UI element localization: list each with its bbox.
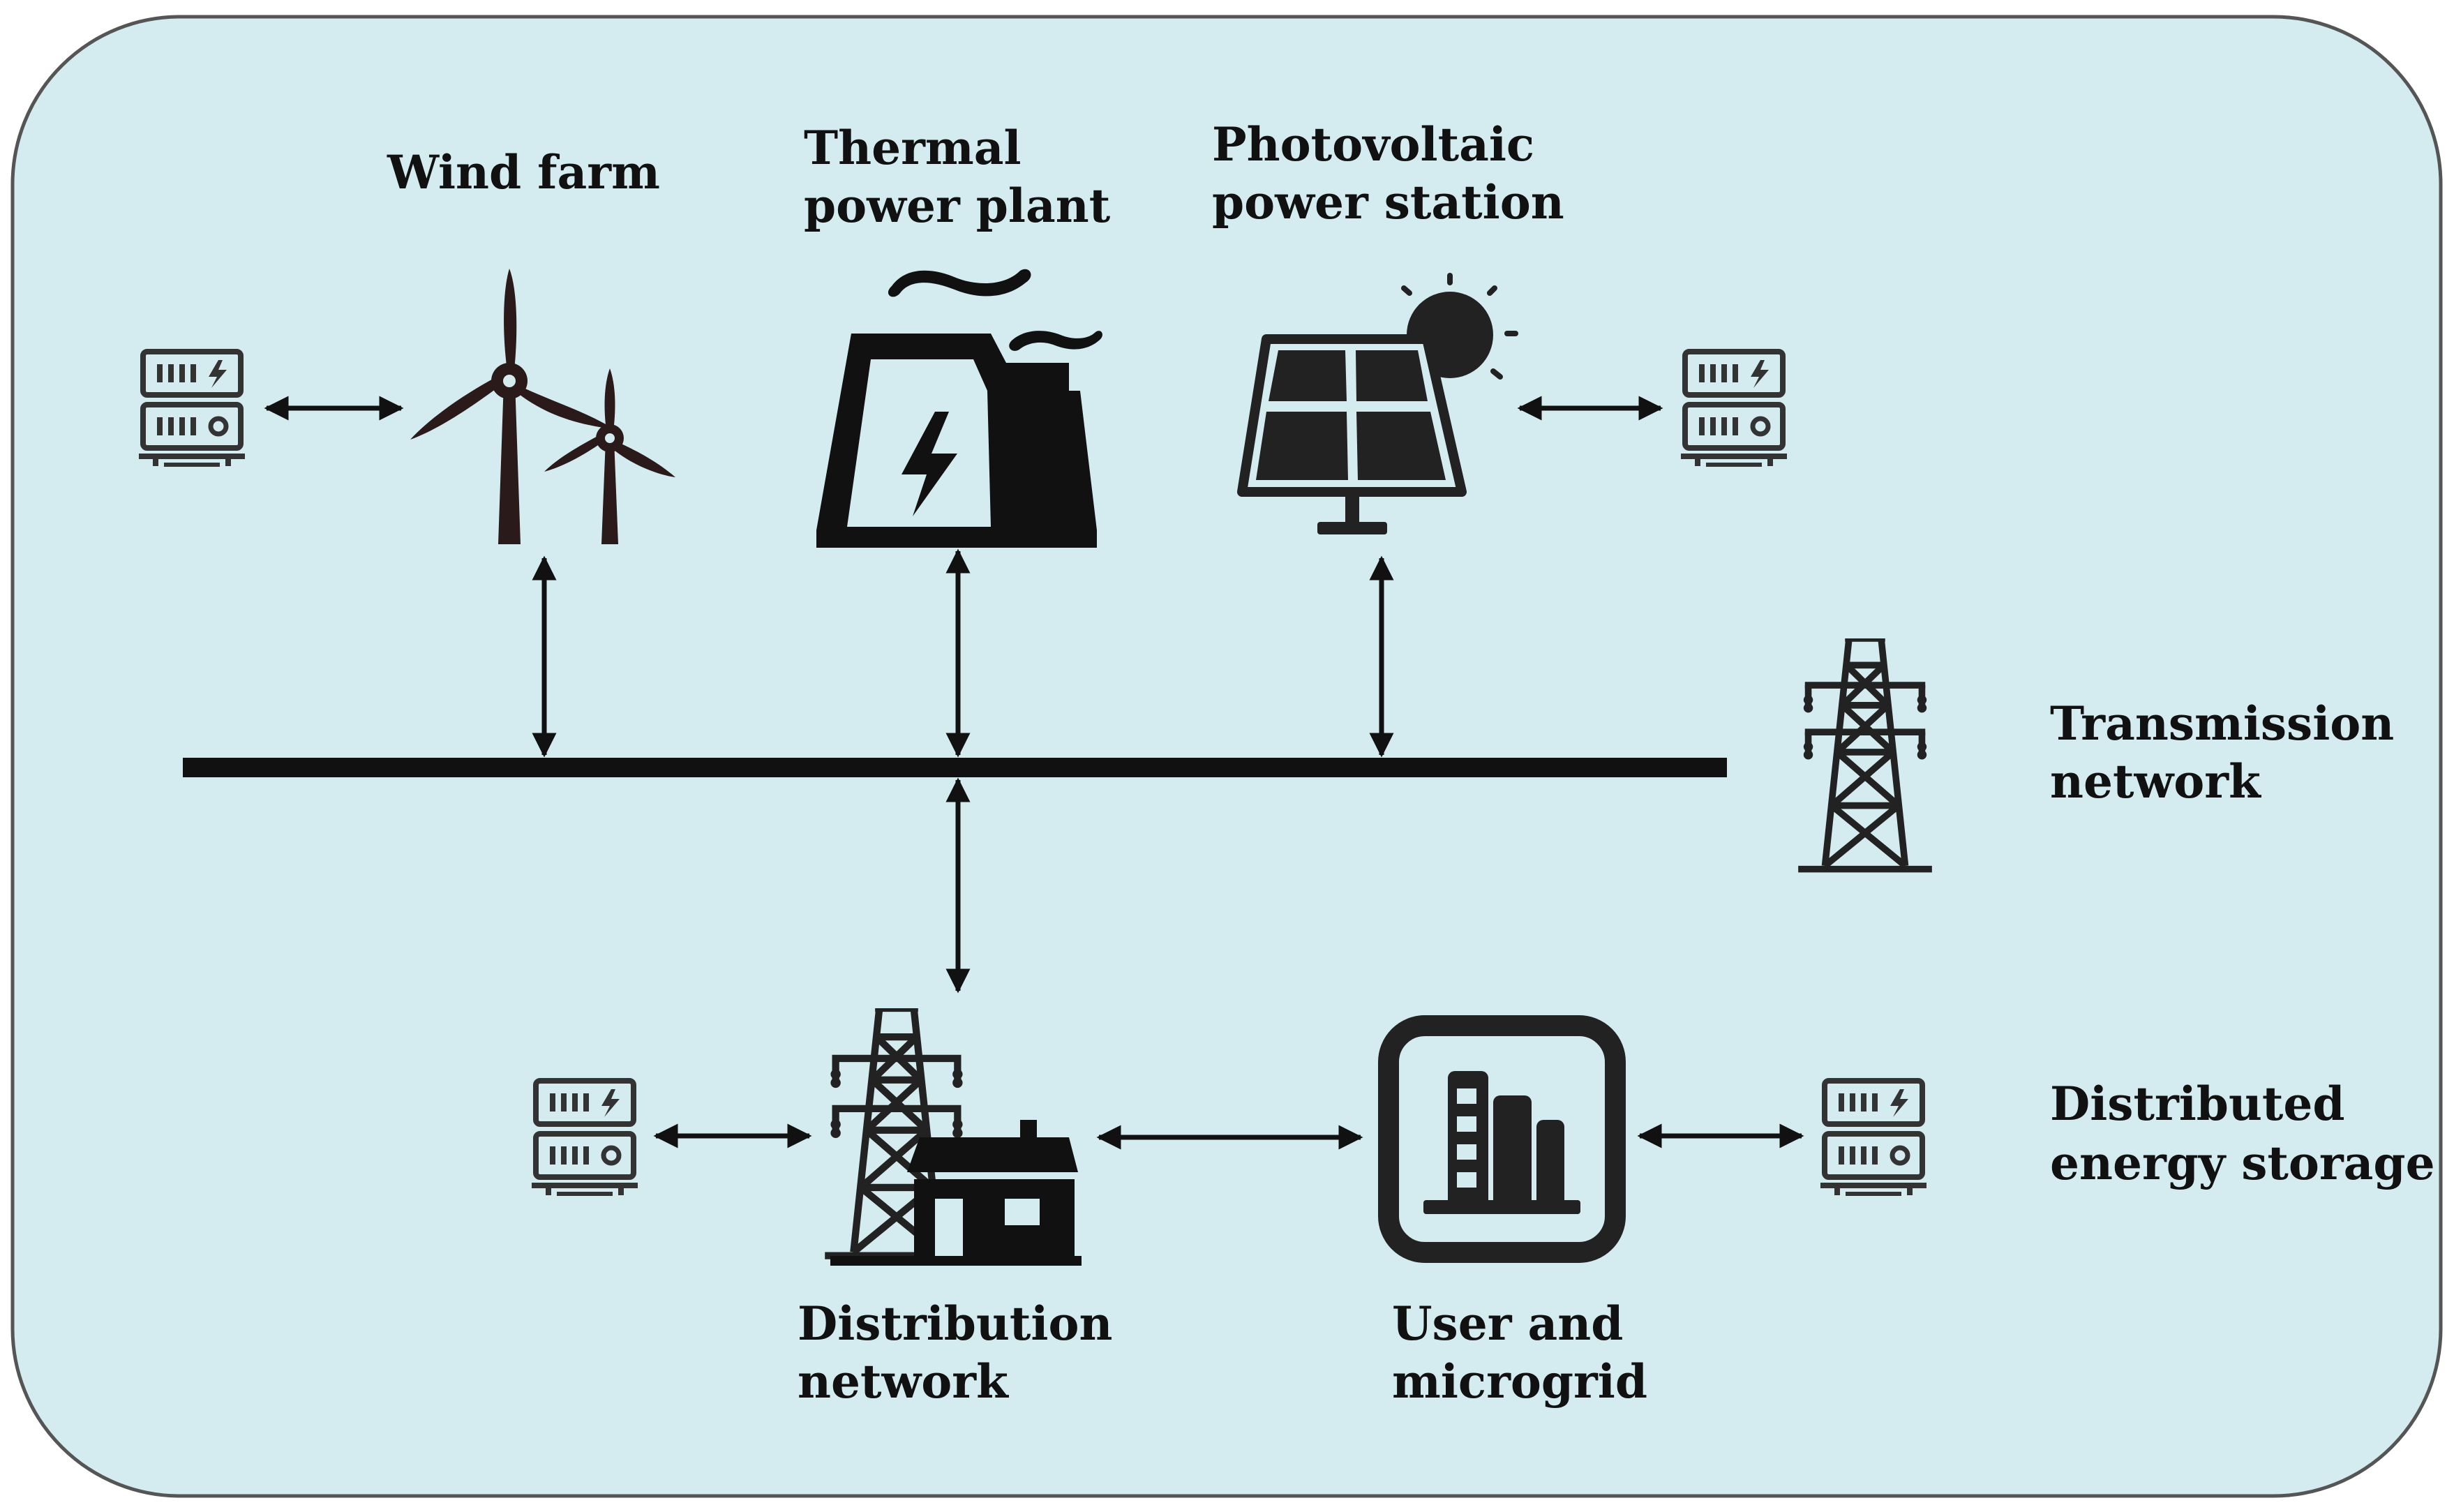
substation-house-icon	[825, 1008, 1082, 1266]
thermal-plant-icon	[816, 269, 1102, 548]
label-transmission-line2: network	[2050, 754, 2261, 809]
label-distribution-line1: Distribution	[798, 1296, 1113, 1351]
label-storage-line1: Distributed	[2050, 1077, 2345, 1131]
label-thermal-plant-line2: power plant	[804, 179, 1111, 233]
label-thermal-plant-line1: Thermal	[804, 121, 1022, 175]
label-storage-line2: energy storage	[2050, 1136, 2435, 1190]
label-wind-farm: Wind farm	[387, 145, 660, 200]
microgrid-icon	[1378, 1015, 1626, 1263]
solar-panel-icon	[1237, 273, 1518, 534]
label-pv-line2: power station	[1212, 175, 1564, 230]
wind-turbine-icon	[410, 269, 675, 544]
label-distribution-line2: network	[798, 1354, 1009, 1409]
label-user-line1: User and	[1392, 1296, 1623, 1351]
label-user-line2: microgrid	[1392, 1354, 1647, 1409]
label-transmission-line1: Transmission	[2050, 696, 2394, 751]
label-pv-line1: Photovoltaic	[1212, 117, 1534, 172]
